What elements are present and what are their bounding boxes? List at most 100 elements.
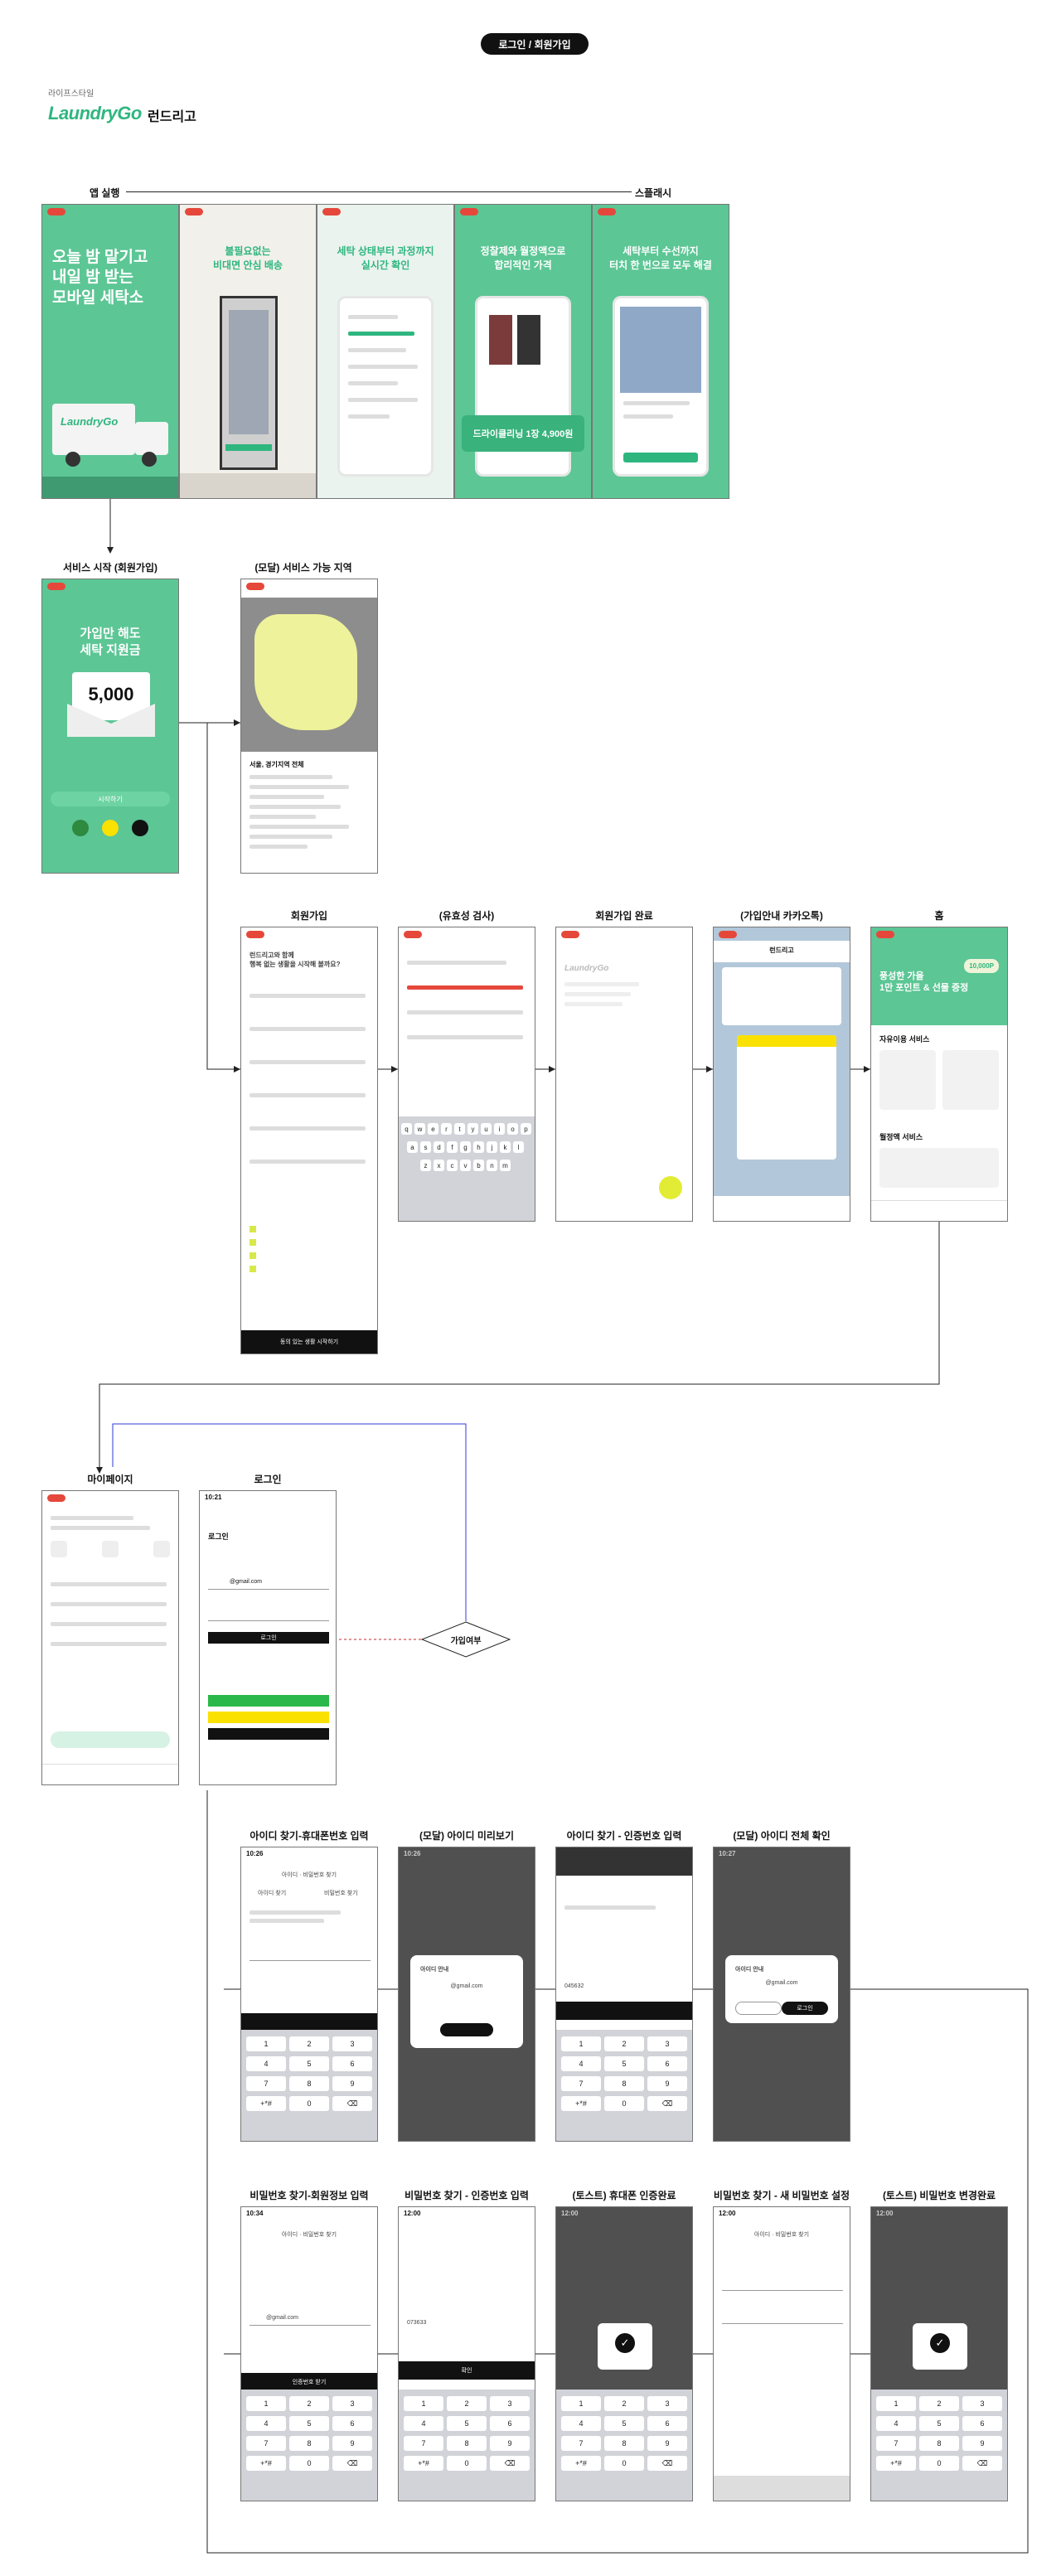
numpad-key[interactable]: 0	[447, 2456, 487, 2471]
numpad-key[interactable]: +*#	[246, 2456, 286, 2471]
numpad-key[interactable]: 1	[246, 2036, 286, 2051]
numpad-key[interactable]: 0	[604, 2096, 644, 2111]
keyboard-key[interactable]: q	[401, 1123, 412, 1135]
menu-icon[interactable]	[153, 1541, 170, 1557]
keyboard-key[interactable]: y	[468, 1123, 478, 1135]
numpad-key[interactable]: +*#	[561, 2456, 601, 2471]
numpad-key[interactable]: 9	[647, 2076, 687, 2091]
numpad-key[interactable]: 2	[919, 2396, 959, 2411]
phone-field[interactable]	[250, 1126, 366, 1131]
apple-login-icon[interactable]	[132, 820, 148, 836]
keyboard-key[interactable]: v	[460, 1160, 471, 1171]
tab-find-pw[interactable]: 비밀번호 찾기	[324, 1891, 358, 1896]
input-field[interactable]	[407, 1035, 523, 1039]
keyboard-key[interactable]: e	[428, 1123, 438, 1135]
numpad-key[interactable]: 3	[962, 2396, 1002, 2411]
keyboard-key[interactable]: i	[494, 1123, 505, 1135]
numpad-key[interactable]: 5	[289, 2056, 329, 2071]
keyboard-key[interactable]: c	[447, 1160, 458, 1171]
numpad-key[interactable]: 2	[289, 2396, 329, 2411]
numpad-key[interactable]: ⌫	[647, 2456, 687, 2471]
numpad-key[interactable]: 9	[332, 2076, 372, 2091]
keyboard-key[interactable]: s	[420, 1141, 431, 1153]
numpad-key[interactable]: 3	[332, 2396, 372, 2411]
keyboard-key[interactable]: u	[481, 1123, 492, 1135]
keyboard-key[interactable]: j	[487, 1141, 497, 1153]
name-field[interactable]	[250, 994, 366, 998]
numpad-key[interactable]: 5	[919, 2416, 959, 2431]
numpad-key[interactable]: 5	[289, 2416, 329, 2431]
numpad-key[interactable]: +*#	[876, 2456, 916, 2471]
keyboard-key[interactable]: l	[513, 1141, 524, 1153]
keyboard-key[interactable]: d	[434, 1141, 444, 1153]
numpad-key[interactable]: 6	[332, 2416, 372, 2431]
numpad-key[interactable]: +*#	[404, 2456, 443, 2471]
numpad-key[interactable]: 8	[604, 2076, 644, 2091]
keyboard-key[interactable]: k	[500, 1141, 511, 1153]
numpad-key[interactable]: 5	[604, 2056, 644, 2071]
keyboard-key[interactable]: p	[521, 1123, 531, 1135]
numpad-key[interactable]: 0	[604, 2456, 644, 2471]
numpad-key[interactable]: 3	[647, 2396, 687, 2411]
email-value[interactable]: @gmail.com	[266, 2315, 299, 2321]
numpad-key[interactable]: 9	[647, 2436, 687, 2451]
service-start-button[interactable]: 시작하기	[51, 792, 170, 806]
keyboard-key[interactable]: r	[441, 1123, 452, 1135]
menu-icon[interactable]	[51, 1541, 67, 1557]
numpad-key[interactable]: +*#	[246, 2096, 286, 2111]
numpad-key[interactable]: 9	[332, 2436, 372, 2451]
address-field[interactable]	[250, 1160, 366, 1164]
subscription-card[interactable]	[879, 1148, 999, 1188]
menu-row[interactable]	[51, 1602, 167, 1606]
numpad-key[interactable]: 8	[289, 2076, 329, 2091]
numpad-key[interactable]: ⌫	[332, 2456, 372, 2471]
numpad-key[interactable]: 1	[561, 2396, 601, 2411]
numpad-key[interactable]: 8	[604, 2436, 644, 2451]
apple-login-button[interactable]	[208, 1728, 329, 1740]
home-banner[interactable]: 풍성한 가을 1만 포인트 & 선물 증정 10,000P	[871, 927, 1007, 1025]
numpad-key[interactable]: 5	[447, 2416, 487, 2431]
keyboard-key[interactable]: a	[407, 1141, 418, 1153]
numpad-key[interactable]: 4	[404, 2416, 443, 2431]
menu-row[interactable]	[51, 1582, 167, 1586]
naver-login-icon[interactable]	[72, 820, 89, 836]
numpad-key[interactable]: 3	[647, 2036, 687, 2051]
numpad-key[interactable]: 1	[246, 2396, 286, 2411]
numpad-key[interactable]: 8	[919, 2436, 959, 2451]
numpad-key[interactable]: 1	[876, 2396, 916, 2411]
modal-confirm-button[interactable]	[440, 2023, 493, 2036]
keyboard-key[interactable]: t	[454, 1123, 465, 1135]
error-field[interactable]	[407, 985, 523, 990]
input-field[interactable]	[407, 1010, 523, 1014]
keyboard-key[interactable]: n	[487, 1160, 497, 1171]
confirm-button[interactable]	[556, 2002, 692, 2020]
numpad-key[interactable]: 3	[490, 2396, 530, 2411]
numpad-key[interactable]: 4	[246, 2416, 286, 2431]
tab-find-id[interactable]: 아이디 찾기	[258, 1891, 287, 1896]
numpad-key[interactable]: 4	[246, 2056, 286, 2071]
numpad-key[interactable]: 7	[876, 2436, 916, 2451]
checkbox-icon[interactable]	[250, 1239, 256, 1246]
signup-submit-button[interactable]: 동의 있는 생활 시작하기	[241, 1330, 377, 1353]
numpad-key[interactable]: 5	[604, 2416, 644, 2431]
request-code-button[interactable]: 인증번호 받기	[241, 2373, 377, 2391]
login-button[interactable]: 로그인	[208, 1632, 329, 1644]
numpad-key[interactable]: 7	[246, 2436, 286, 2451]
next-fab-button[interactable]	[659, 1176, 682, 1199]
numpad-key[interactable]: 6	[332, 2056, 372, 2071]
login-email-value[interactable]: @gmail.com	[230, 1579, 263, 1585]
menu-row[interactable]	[51, 1642, 167, 1646]
numpad-key[interactable]: 7	[404, 2436, 443, 2451]
keyboard-key[interactable]: o	[507, 1123, 518, 1135]
numpad-key[interactable]: 4	[561, 2416, 601, 2431]
service-card[interactable]	[879, 1050, 936, 1110]
support-banner[interactable]	[51, 1731, 170, 1748]
numpad-key[interactable]: 1	[404, 2396, 443, 2411]
numpad-key[interactable]: 4	[561, 2056, 601, 2071]
menu-icon[interactable]	[102, 1541, 119, 1557]
